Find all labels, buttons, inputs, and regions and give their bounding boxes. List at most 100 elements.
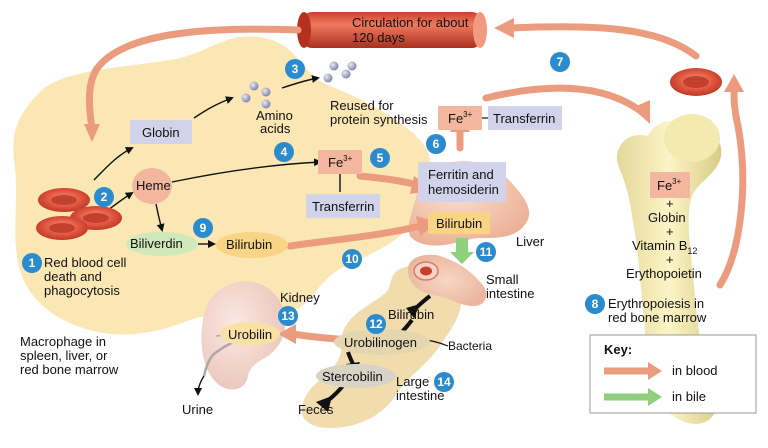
transferrin-label-macrophage: Transferrin xyxy=(312,199,374,214)
erythropoietin-label: Erythopoietin xyxy=(626,266,702,281)
key-blood-label: in blood xyxy=(672,363,718,378)
amino-acid-molecules xyxy=(241,61,357,109)
urobilin-pill xyxy=(220,322,280,346)
urobilinogen-label: Urobilinogen xyxy=(344,335,417,350)
macrophage-cell xyxy=(13,36,432,335)
svg-text:10: 10 xyxy=(345,252,359,266)
urobilinogen-pill xyxy=(334,329,430,355)
rbc-death-label-line2: death and xyxy=(44,269,102,284)
plus-3: + xyxy=(666,252,674,267)
arrow-heme-to-fe xyxy=(171,158,322,183)
arrow-marrow-to-circulation xyxy=(506,23,700,60)
arrow-amino-to-reused xyxy=(281,75,320,89)
heme-circle xyxy=(132,168,172,204)
bilirubin-label-liver: Bilirubin xyxy=(436,216,482,231)
bilirubin-box-liver xyxy=(428,212,490,234)
svg-text:12: 12 xyxy=(369,317,383,331)
step-badge-2: 2 xyxy=(94,187,114,207)
macrophage-label-line3: red bone marrow xyxy=(20,362,119,377)
step-badge-3: 3 xyxy=(285,59,305,79)
arrow-bilirubin-to-liver xyxy=(286,222,424,250)
stercobilin-label: Stercobilin xyxy=(322,369,383,384)
transferrin-box-macrophage xyxy=(306,194,380,218)
svg-text:11: 11 xyxy=(480,245,493,259)
small-intestine-label-line1: Small xyxy=(486,272,519,287)
svg-text:3: 3 xyxy=(292,62,299,76)
vitamin-label: Vitamin B12 xyxy=(632,238,697,256)
bilirubin-label-macrophage: Bilirubin xyxy=(226,237,272,252)
fe-box-bone xyxy=(650,172,690,198)
transferrin-box-liver xyxy=(488,106,562,130)
circulation-label-line2: 120 days xyxy=(352,30,405,45)
svg-text:9: 9 xyxy=(200,221,207,235)
fe-box-macrophage xyxy=(318,150,362,174)
transferrin-label-liver: Transferrin xyxy=(493,111,555,126)
svg-text:2: 2 xyxy=(101,190,108,204)
step-badge-14: 14 xyxy=(434,372,454,392)
arrow-fe-transferrin-to-bone xyxy=(482,84,646,116)
svg-text:7: 7 xyxy=(557,55,564,69)
arrow-globin-to-amino xyxy=(193,96,234,119)
circulation-label-line1: Circulation for about xyxy=(352,15,469,30)
biliverdin-label: Biliverdin xyxy=(130,236,183,251)
rbc-death-label-line3: phagocytosis xyxy=(44,283,120,298)
biliverdin-pill xyxy=(126,232,198,256)
red-blood-cell-circulating xyxy=(670,68,722,96)
reused-label-line2: protein synthesis xyxy=(330,112,428,127)
fe-box-liver xyxy=(438,106,482,130)
step-badge-7: 7 xyxy=(550,52,570,72)
fe-label-macrophage: Fe3+ xyxy=(328,154,353,170)
bacteria-label: Bacteria xyxy=(448,339,492,353)
globin-label-bone: Globin xyxy=(648,210,686,225)
svg-text:13: 13 xyxy=(281,309,295,323)
key-legend: Key: in blood in bile xyxy=(589,334,757,414)
svg-text:1: 1 xyxy=(29,256,36,270)
svg-text:8: 8 xyxy=(592,297,599,311)
step-badge-13: 13 xyxy=(278,306,298,326)
macrophage-label-line1: Macrophage in xyxy=(20,334,106,349)
erythropoiesis-label-line2: red bone marrow xyxy=(608,310,707,325)
blood-vessel xyxy=(297,12,487,48)
plus-2: + xyxy=(666,224,674,239)
urobilin-label: Urobilin xyxy=(228,327,272,342)
bilirubin-label-intestine: Bilirubin xyxy=(388,307,434,322)
step-badge-12: 12 xyxy=(366,314,386,334)
heme-label: Heme xyxy=(136,178,171,193)
step-badge-11: 11 xyxy=(476,242,496,262)
amino-acids-label-line2: acids xyxy=(260,121,291,136)
step-badge-4: 4 xyxy=(274,142,294,162)
svg-text:14: 14 xyxy=(437,375,451,389)
fe-label-liver: Fe3+ xyxy=(448,110,473,126)
step-badge-1: 1 xyxy=(22,253,42,273)
liver-label: Liver xyxy=(516,234,545,249)
key-title: Key: xyxy=(604,342,632,357)
urine-label: Urine xyxy=(182,402,213,417)
arrow-new-rbc-down xyxy=(716,86,747,289)
key-bile-label: in bile xyxy=(672,389,706,404)
step-badge-8: 8 xyxy=(585,294,605,314)
arrow-liver-to-intestine xyxy=(450,238,474,264)
ferritin-label-line2: hemosiderin xyxy=(428,182,499,197)
stercobilin-pill xyxy=(316,364,396,388)
feces-label: Feces xyxy=(298,402,334,417)
step-badge-6: 6 xyxy=(426,134,446,154)
fe-label-bone: Fe3+ xyxy=(657,177,682,193)
arrow-heme-to-biliverdin xyxy=(155,203,165,232)
arrow-circulation-to-macrophage xyxy=(85,25,302,132)
arrow-rbc-to-globin xyxy=(93,147,134,181)
reused-label-line1: Reused for xyxy=(330,98,394,113)
svg-text:4: 4 xyxy=(281,145,288,159)
macrophage-label-line2: spleen, liver, or xyxy=(20,348,108,363)
svg-text:5: 5 xyxy=(377,151,384,165)
rbc-death-label-line1: Red blood cell xyxy=(44,255,126,270)
ferritin-box xyxy=(418,162,506,202)
erythropoiesis-label-line1: Erythropoiesis in xyxy=(608,296,704,311)
large-intestine-label-line2: intestine xyxy=(396,388,444,403)
red-blood-cells-macrophage xyxy=(36,188,122,240)
ferritin-label-line1: Ferritin and xyxy=(428,167,494,182)
svg-text:6: 6 xyxy=(433,137,440,151)
arrow-kidney-to-urine xyxy=(194,375,205,396)
amino-acids-label-line1: Amino xyxy=(256,108,293,123)
step-badge-9: 9 xyxy=(193,218,213,238)
